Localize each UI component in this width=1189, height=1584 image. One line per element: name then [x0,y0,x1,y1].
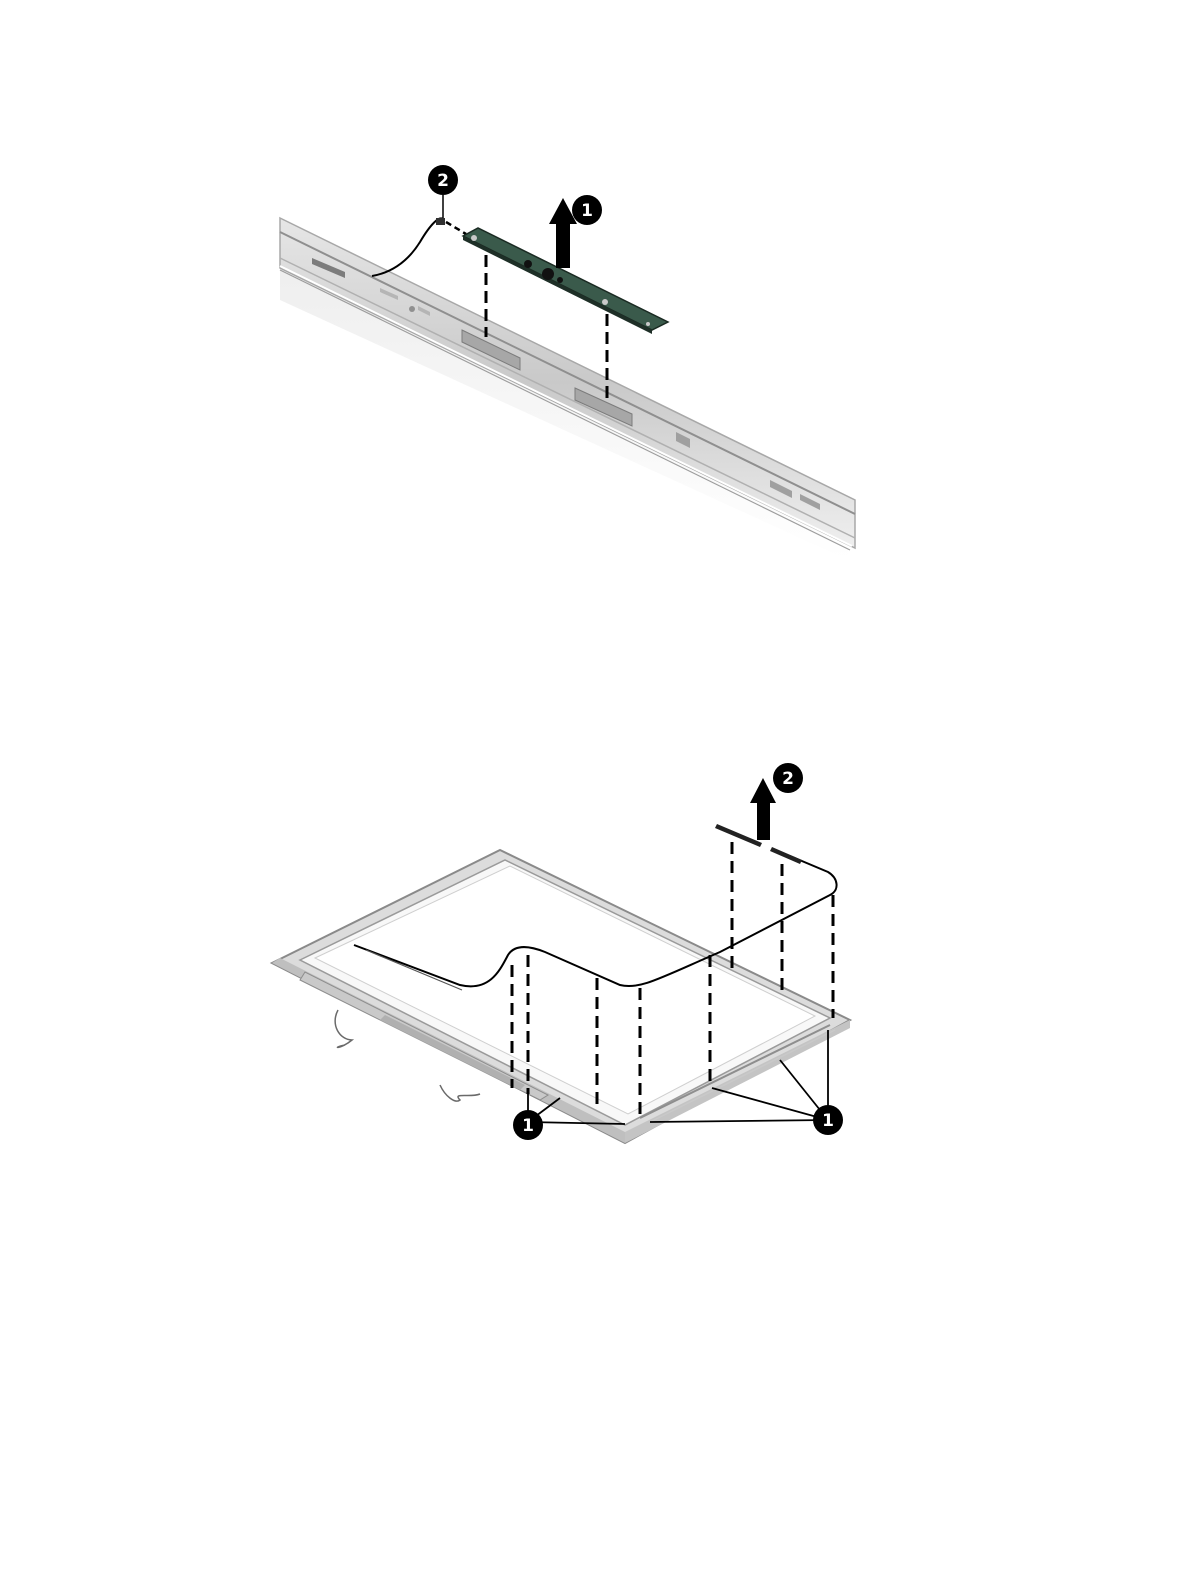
callout-1-left-badge: 1 [513,1110,543,1140]
callout-1-label: 1 [581,201,593,221]
connector-dashed-line [446,222,466,234]
display-cable-left [335,1010,352,1047]
webcam-removal-drawing: 1 2 [0,0,1189,640]
callout-1-right-label: 1 [822,1111,834,1131]
callout-2-badge: 2 [773,763,803,793]
callout-1-badge: 1 [572,195,602,225]
lift-arrow-icon [750,778,776,840]
webcam-removal-illustration: 1 2 [0,0,1189,640]
display-bezel-frame [272,850,850,1143]
display-cable-lower [440,1085,480,1101]
callout-2-label: 2 [437,171,449,191]
callout-2-label: 2 [782,769,794,789]
antenna-removal-drawing: 1 1 2 [0,700,1189,1220]
callout-2-badge: 2 [428,165,458,195]
cable-connector [436,218,445,225]
callout-1-left-label: 1 [522,1116,534,1136]
callout-1-right-badge: 1 [813,1105,843,1135]
antenna-removal-illustration: 1 1 2 [0,700,1189,1220]
webcam-cable [372,218,444,276]
